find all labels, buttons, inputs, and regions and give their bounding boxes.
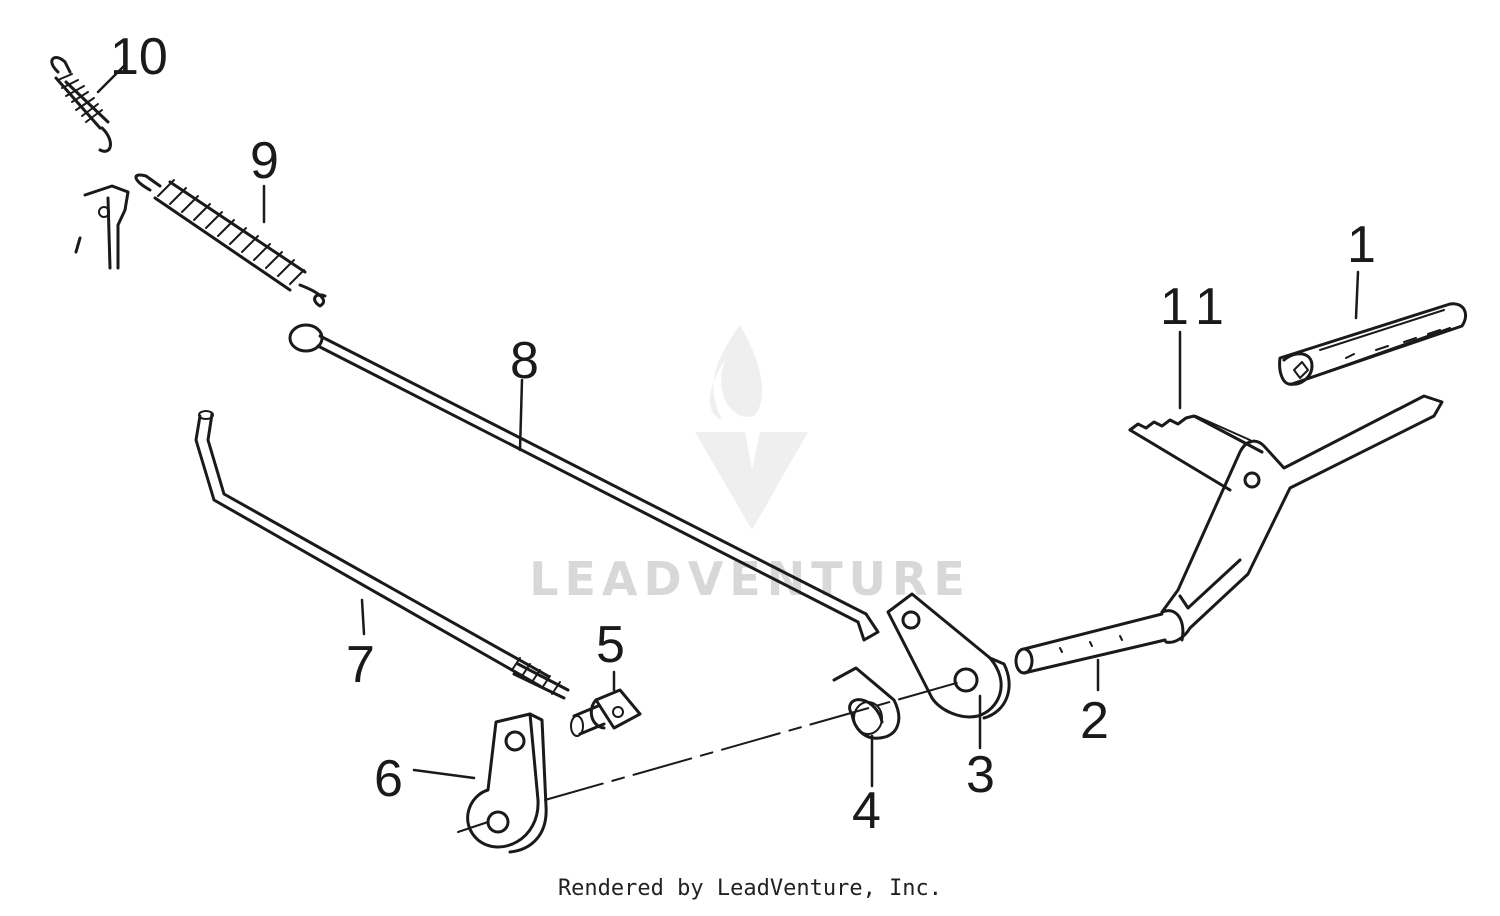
callout-7: 7 xyxy=(346,636,375,694)
bushing xyxy=(832,666,901,740)
bracket-fragment xyxy=(74,184,130,270)
callout-10: 10 xyxy=(110,28,168,86)
pedal-arm xyxy=(1014,394,1444,675)
watermark-text: LEADVENTURE xyxy=(529,552,971,606)
rod-with-eye xyxy=(288,323,880,642)
callout-4: 4 xyxy=(852,782,881,840)
callout-9: 9 xyxy=(250,132,279,190)
watermark-logo xyxy=(695,325,808,530)
callout-8: 8 xyxy=(510,332,539,390)
callout-1: 1 xyxy=(1347,216,1376,274)
callout-3: 3 xyxy=(966,746,995,804)
rendered-by-footer: Rendered by LeadVenture, Inc. xyxy=(557,876,943,901)
bent-rod-threaded xyxy=(194,410,570,700)
callout-5: 5 xyxy=(596,616,625,674)
leader-lines xyxy=(96,64,1360,788)
collar xyxy=(570,688,642,737)
shaft-centerline xyxy=(544,681,961,801)
callout-6: 6 xyxy=(374,750,403,808)
arm-bracket xyxy=(457,712,548,854)
callout-11: 11 xyxy=(1160,278,1234,336)
pedal-grip xyxy=(1278,302,1467,386)
plate xyxy=(886,592,1011,720)
spring-large xyxy=(134,173,327,308)
callout-2: 2 xyxy=(1080,692,1109,750)
spring-small xyxy=(50,56,112,153)
